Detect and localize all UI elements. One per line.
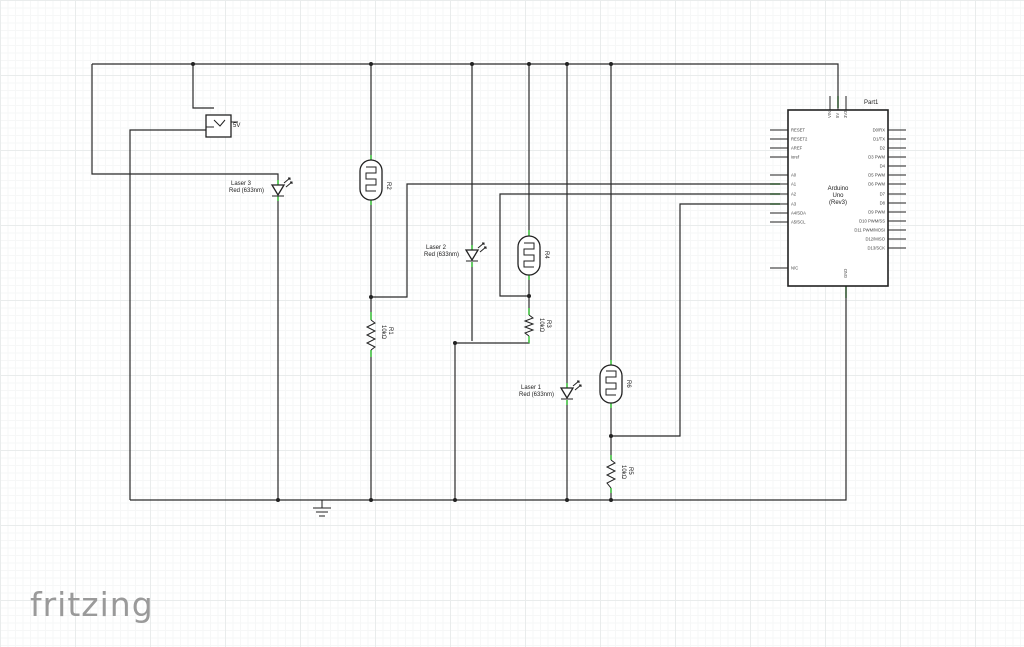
pin-a5-scl: A5/SCL bbox=[791, 220, 806, 225]
laser-2: Laser 2 Red (633nm) bbox=[424, 242, 487, 262]
laser-1-name: Laser 1 bbox=[521, 385, 542, 391]
pin-reset2: RESET2 bbox=[791, 137, 808, 142]
fritzing-logo: fritzing bbox=[30, 585, 154, 624]
pin-d7: D7 bbox=[880, 192, 886, 197]
photoresistor-r6: R6 bbox=[599, 364, 631, 404]
pin-d3: D3 PWM bbox=[868, 155, 885, 160]
laser-2-desc: Red (633nm) bbox=[424, 252, 459, 258]
arduino-right-pins: D0/RX D1/TX D2 D3 PWM D4 D5 PWM D6 PWM D… bbox=[854, 128, 906, 251]
arduino-top-pins: VIN 5V 3V3 bbox=[827, 96, 848, 118]
pin-3v3: 3V3 bbox=[843, 110, 848, 118]
r2-label: R2 bbox=[385, 182, 391, 190]
r1-value: 10kΩ bbox=[380, 325, 386, 340]
pin-d4: D4 bbox=[880, 164, 886, 169]
power-jack-label: 5V bbox=[233, 123, 240, 129]
pin-vin: VIN bbox=[827, 111, 832, 118]
pin-a4-sda: A4/SDA bbox=[791, 211, 806, 216]
pin-nc: N/C bbox=[791, 266, 798, 271]
pin-d1: D1/TX bbox=[873, 137, 885, 142]
resistor-r3: R3 10kΩ bbox=[523, 314, 551, 337]
pin-5v: 5V bbox=[835, 113, 840, 118]
junction-dots bbox=[191, 62, 613, 502]
power-jack-icon: 5V bbox=[205, 114, 240, 138]
arduino-rev: (Rev3) bbox=[829, 200, 847, 206]
pin-gnd: GND bbox=[843, 269, 848, 278]
ground-icon bbox=[313, 500, 331, 517]
wires bbox=[91, 63, 847, 501]
pin-d9: D9 PWM bbox=[868, 210, 885, 215]
photoresistor-r2: R2 bbox=[359, 159, 391, 201]
laser-2-name: Laser 2 bbox=[426, 245, 447, 251]
arduino-left-pins: RESET RESET2 AREF ioref A0 A1 A2 A3 A4/S… bbox=[770, 128, 808, 271]
pin-ioref: ioref bbox=[791, 155, 800, 160]
r5-value: 10kΩ bbox=[620, 465, 626, 480]
pin-a1: A1 bbox=[791, 182, 797, 187]
connection-markers bbox=[206, 96, 847, 493]
r3-name: R3 bbox=[545, 320, 551, 328]
r4-label: R4 bbox=[543, 251, 549, 259]
pin-d0: D0/RX bbox=[873, 128, 886, 133]
laser-1-desc: Red (633nm) bbox=[519, 392, 554, 398]
laser-3: Laser 3 Red (633nm) bbox=[229, 177, 293, 197]
laser-1: Laser 1 Red (633nm) bbox=[519, 380, 582, 400]
pin-a0: A0 bbox=[791, 173, 797, 178]
pin-d5: D5 PWM bbox=[868, 173, 885, 178]
pin-d11: D11 PWM/MOSI bbox=[854, 228, 885, 233]
pin-a3: A3 bbox=[791, 202, 797, 207]
arduino-bottom-pin: GND bbox=[843, 269, 848, 298]
laser-3-name: Laser 3 bbox=[231, 181, 252, 187]
arduino-part-label: Part1 bbox=[864, 100, 879, 106]
pin-d10: D10 PWM/SS bbox=[859, 219, 885, 224]
arduino-title: Arduino bbox=[828, 186, 849, 192]
arduino-uno: Part1 Arduino Uno (Rev3) VIN 5V 3V3 GND bbox=[770, 96, 906, 298]
laser-3-desc: Red (633nm) bbox=[229, 188, 264, 194]
photoresistor-r4: R4 bbox=[517, 235, 549, 276]
resistor-r5: R5 10kΩ bbox=[605, 459, 633, 489]
r1-name: R1 bbox=[387, 327, 393, 335]
r5-name: R5 bbox=[627, 467, 633, 475]
pin-d13: D13/SCK bbox=[868, 246, 886, 251]
pin-d8: D8 bbox=[880, 201, 886, 206]
pin-reset: RESET bbox=[791, 128, 805, 133]
pin-d12: D12/MISO bbox=[865, 237, 885, 242]
pin-a2: A2 bbox=[791, 192, 797, 197]
resistor-r1: R1 10kΩ bbox=[365, 319, 393, 351]
pin-aref: AREF bbox=[791, 146, 803, 151]
pin-d2: D2 bbox=[880, 146, 886, 151]
r3-value: 10kΩ bbox=[538, 318, 544, 333]
arduino-model: Uno bbox=[832, 193, 844, 199]
r6-label: R6 bbox=[625, 380, 631, 388]
pin-d6: D6 PWM bbox=[868, 182, 885, 187]
